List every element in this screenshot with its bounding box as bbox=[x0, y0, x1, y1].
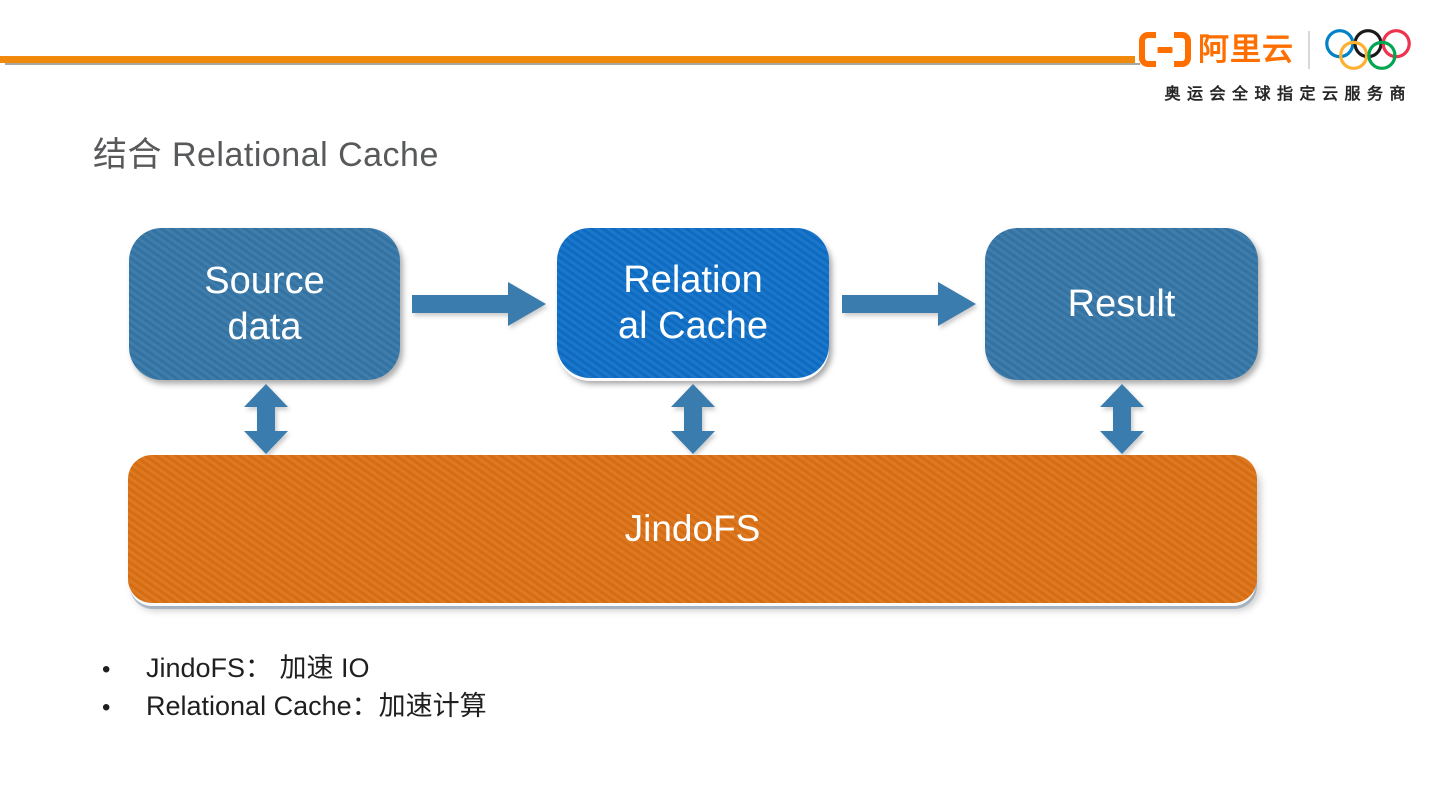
jindofs-label: JindoFS bbox=[624, 508, 761, 549]
source-data-label-line2: data bbox=[227, 306, 302, 348]
bullet-text: Relational Cache：加速计算 bbox=[146, 691, 487, 721]
relational-cache-label-line2: al Cache bbox=[618, 305, 768, 347]
logo-bracket-left bbox=[1139, 32, 1156, 67]
list-item: • Relational Cache：加速计算 bbox=[102, 688, 487, 726]
notes-list: • JindoFS： 加速 IO • Relational Cache：加速计算 bbox=[102, 650, 487, 726]
brand-row: 阿里云 bbox=[1139, 28, 1412, 71]
source-data-label-line1: Source bbox=[204, 260, 325, 302]
alibaba-cloud-logo-icon bbox=[1139, 32, 1191, 67]
arrow-cache-to-result-icon bbox=[842, 282, 976, 326]
slide-title: 结合 Relational Cache bbox=[93, 136, 439, 174]
bullet-marker: • bbox=[102, 694, 111, 721]
logo-divider bbox=[1308, 30, 1310, 69]
brand-block: 阿里云 奥运会全球指定云服务商 bbox=[1139, 28, 1412, 104]
bullet-marker: • bbox=[102, 656, 111, 683]
alibaba-cloud-logo-text: 阿里云 bbox=[1198, 32, 1294, 67]
jindofs-box: JindoFS bbox=[128, 455, 1257, 603]
header-rule bbox=[0, 56, 1140, 65]
logo-bracket-right bbox=[1174, 32, 1191, 67]
double-arrow-cache-jindofs-icon bbox=[671, 384, 715, 454]
source-data-box: Source data bbox=[129, 228, 400, 380]
result-box: Result bbox=[985, 228, 1258, 380]
result-label: Result bbox=[1067, 283, 1176, 325]
relational-cache-label-line1: Relation bbox=[623, 259, 763, 301]
double-arrow-source-jindofs-icon bbox=[244, 384, 288, 454]
olympic-rings-icon bbox=[1325, 29, 1411, 70]
relational-cache-box: Relation al Cache bbox=[557, 228, 829, 378]
bullet-text: JindoFS： 加速 IO bbox=[146, 653, 370, 683]
arrow-source-to-cache-icon bbox=[412, 282, 546, 326]
list-item: • JindoFS： 加速 IO bbox=[102, 650, 487, 688]
double-arrow-result-jindofs-icon bbox=[1100, 384, 1144, 454]
brand-tagline: 奥运会全球指定云服务商 bbox=[1164, 86, 1412, 103]
logo-dash bbox=[1157, 46, 1173, 53]
